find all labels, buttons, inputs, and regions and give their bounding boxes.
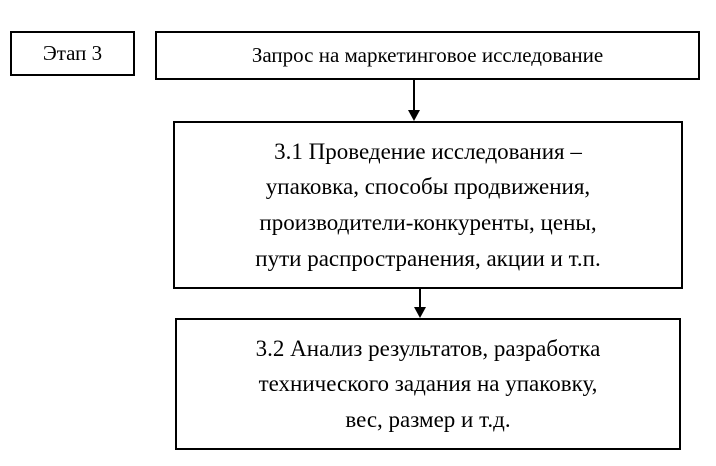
arrow-step1-to-step2 (414, 289, 426, 318)
step-3-2-line: вес, размер и т.д. (345, 406, 511, 432)
step-3-2-line: 3.2 Анализ результатов, разработка (255, 335, 601, 361)
step-3-1-line: 3.1 Проведение исследования – (274, 138, 582, 164)
stage-label-box: Этап 3 (10, 31, 135, 76)
request-box: Запрос на маркетинговое исследование (155, 31, 700, 80)
step-3-1-line: пути распространения, акции и т.п. (255, 245, 601, 271)
step-3-1-box: 3.1 Проведение исследования – упаковка, … (173, 121, 683, 289)
step-3-2-line: технического задания на упаковку, (258, 371, 598, 397)
stage-label: Этап 3 (42, 40, 103, 65)
arrow-request-to-step1 (408, 80, 420, 121)
request-label: Запрос на маркетинговое исследование (251, 42, 604, 67)
step-3-2-text: 3.2 Анализ результатов, разработка техни… (256, 331, 601, 438)
step-3-1-line: производители-конкуренты, цены, (259, 210, 597, 235)
step-3-1-line: упаковка, способы продвижения, (265, 174, 591, 200)
step-3-2-box: 3.2 Анализ результатов, разработка техни… (175, 318, 681, 450)
step-3-1-text: 3.1 Проведение исследования – упаковка, … (255, 134, 600, 277)
